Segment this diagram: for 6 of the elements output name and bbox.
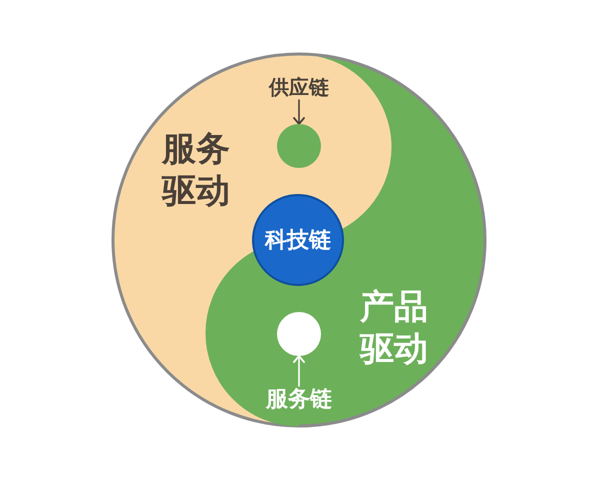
- chain-label: 供应链: [264, 74, 334, 100]
- arrow: [293, 355, 305, 387]
- region-label: 产品驱动: [358, 286, 429, 370]
- arrow: [293, 99, 305, 125]
- region-label: 服务驱动: [160, 128, 231, 212]
- chain-label: 服务链: [261, 386, 337, 414]
